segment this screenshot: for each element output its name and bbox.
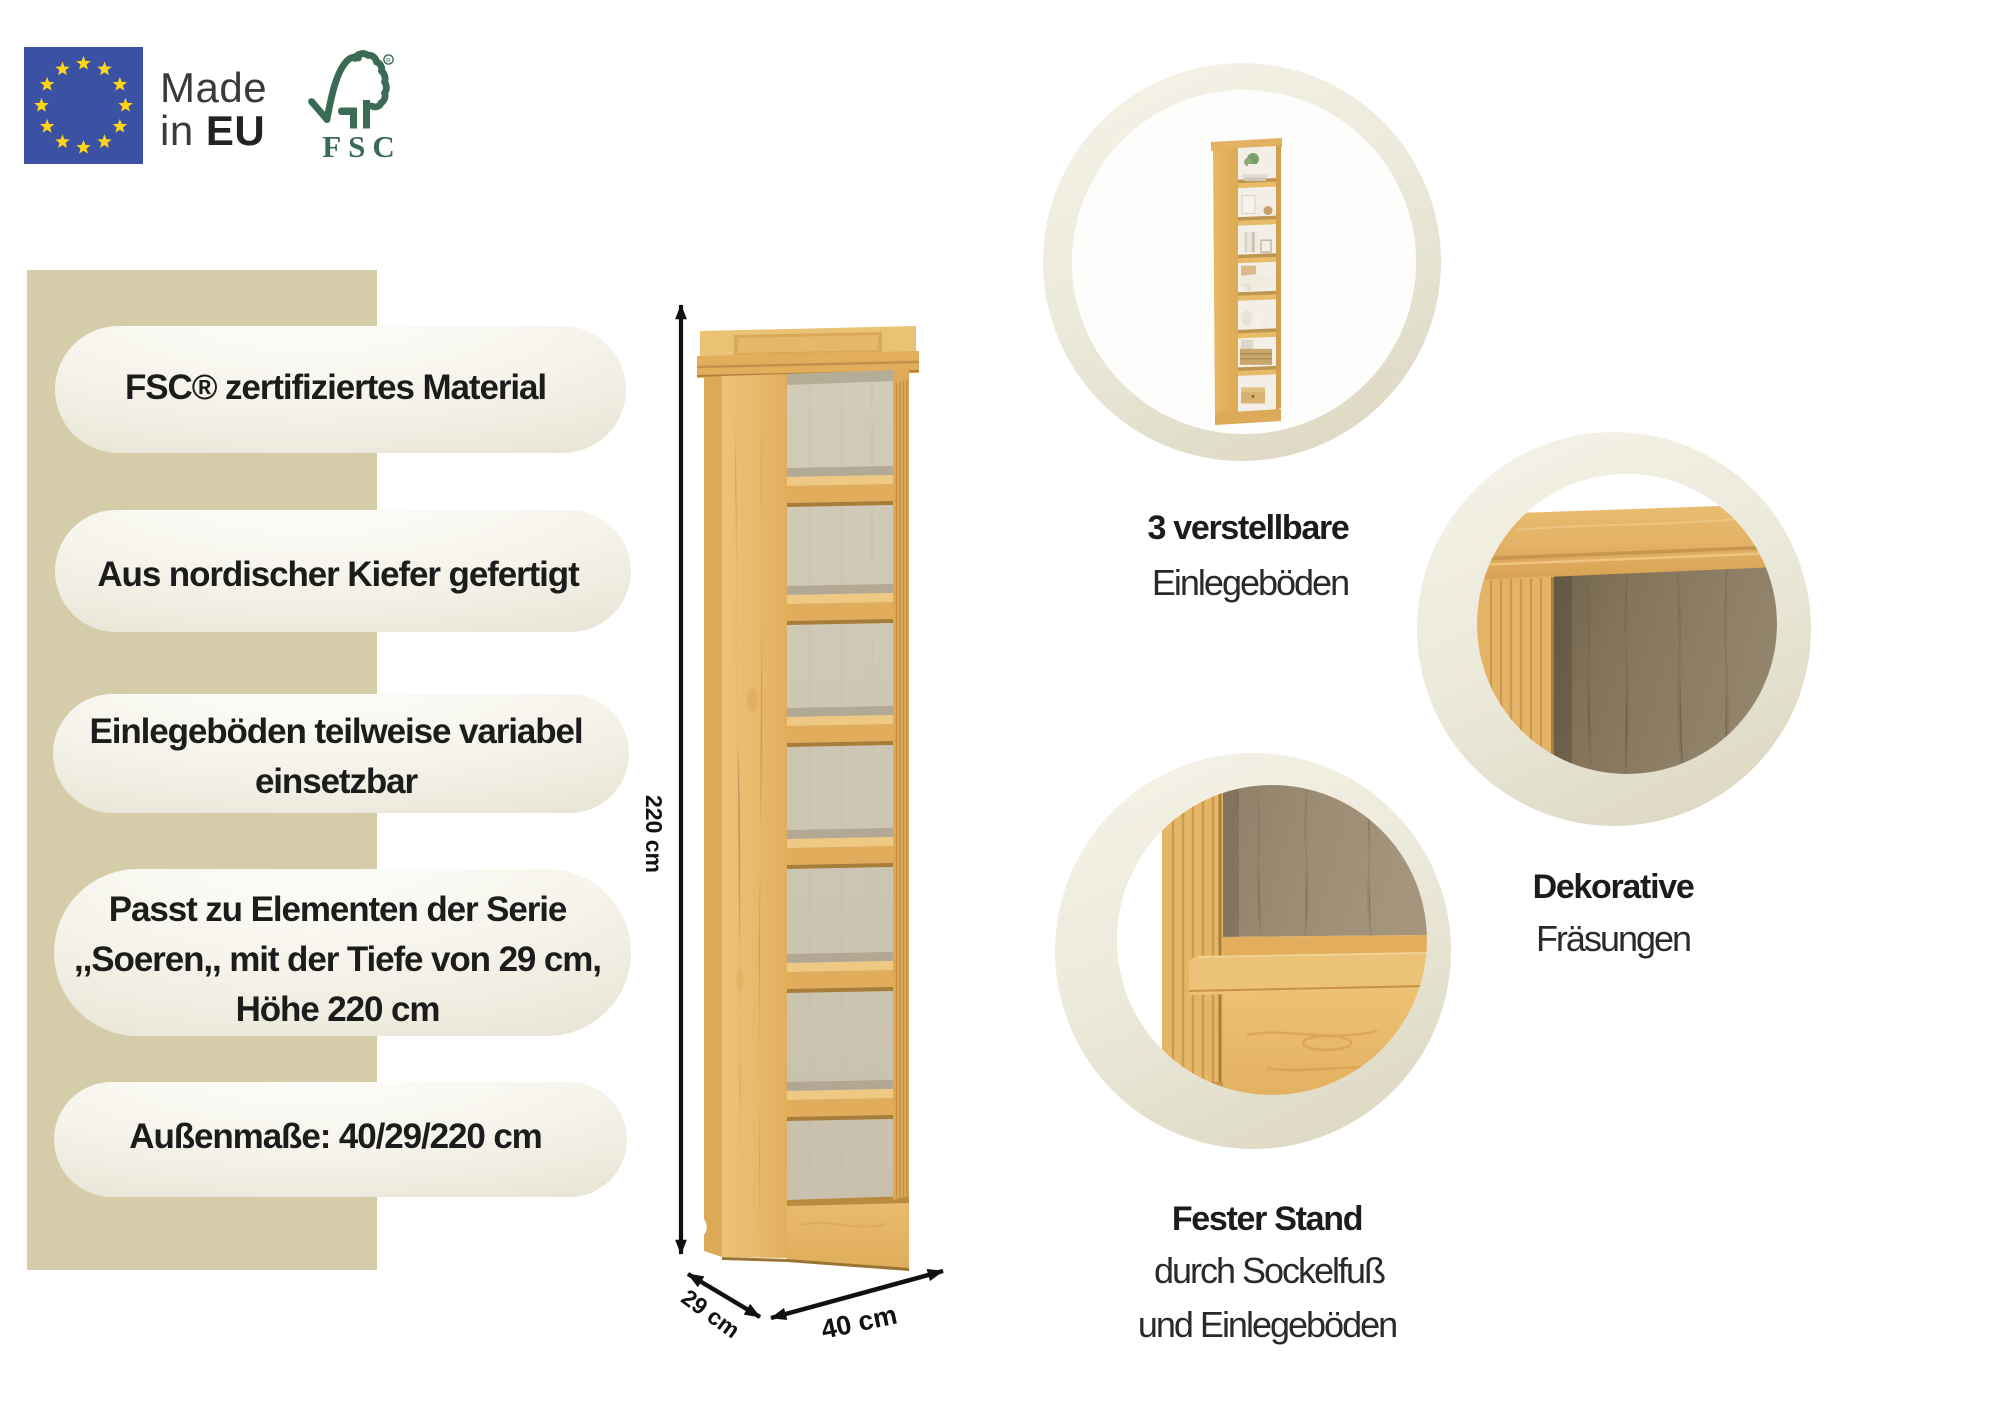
svg-text:R: R <box>386 58 391 65</box>
svg-text:FSC: FSC <box>322 129 402 164</box>
svg-text:29 cm: 29 cm <box>677 1284 745 1343</box>
svg-text:40 cm: 40 cm <box>819 1300 900 1345</box>
svg-text:220 cm: 220 cm <box>641 795 667 873</box>
